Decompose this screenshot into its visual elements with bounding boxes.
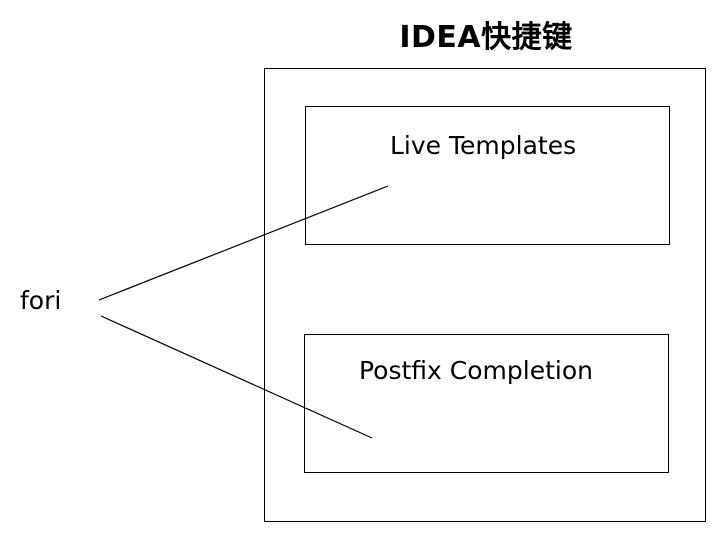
live-templates-box	[305, 106, 670, 245]
fori-label: fori	[20, 286, 62, 315]
connector-to-live-templates	[98, 185, 389, 301]
postfix-completion-label: Postfix Completion	[359, 356, 593, 385]
live-templates-label: Live Templates	[390, 131, 577, 160]
connector-to-postfix-completion	[100, 315, 373, 439]
postfix-completion-box	[304, 334, 669, 473]
diagram-title: IDEA快捷键	[399, 20, 573, 55]
shortcut-container-box	[264, 68, 706, 522]
